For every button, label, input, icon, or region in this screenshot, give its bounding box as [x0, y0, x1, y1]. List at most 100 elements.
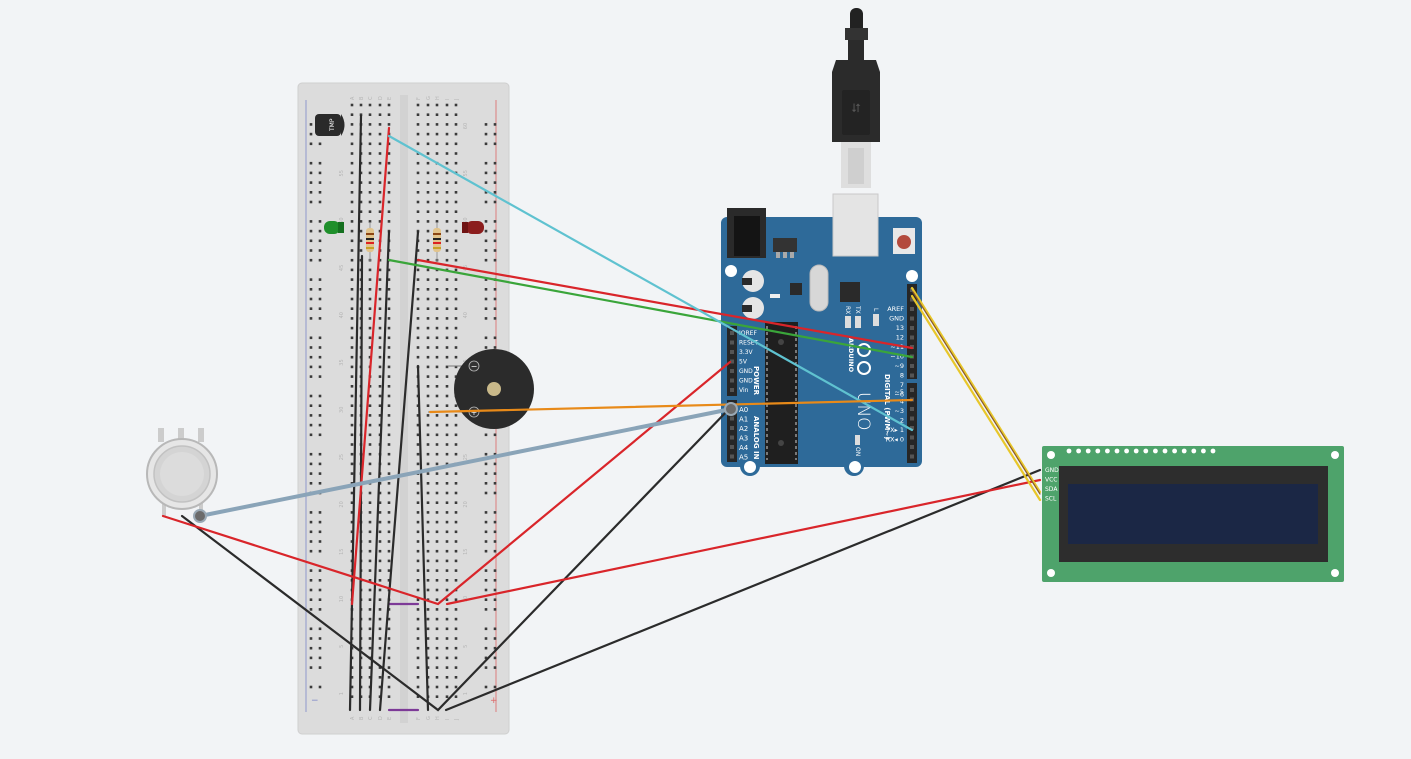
breadboard-hole[interactable]: [416, 191, 420, 194]
breadboard-hole[interactable]: [454, 482, 458, 485]
breadboard-hole[interactable]: [387, 317, 391, 320]
breadboard-hole[interactable]: [426, 297, 430, 301]
breadboard-hole[interactable]: [387, 511, 391, 514]
breadboard-rail-hole[interactable]: [309, 482, 313, 485]
breadboard-rail-hole[interactable]: [318, 579, 322, 582]
breadboard-hole[interactable]: [368, 637, 372, 640]
breadboard-hole[interactable]: [378, 627, 382, 631]
breadboard-hole[interactable]: [435, 598, 439, 601]
lcd-header-pin[interactable]: [1085, 448, 1091, 454]
header-pin[interactable]: [730, 350, 734, 354]
breadboard-rail-hole[interactable]: [318, 685, 322, 689]
breadboard-hole[interactable]: [378, 501, 382, 504]
breadboard-hole[interactable]: [435, 346, 439, 349]
breadboard-hole[interactable]: [350, 355, 354, 359]
breadboard-hole[interactable]: [350, 433, 354, 437]
breadboard-hole[interactable]: [378, 258, 382, 262]
breadboard-hole[interactable]: [445, 200, 449, 204]
breadboard-hole[interactable]: [454, 142, 458, 146]
breadboard-rail-hole[interactable]: [493, 656, 497, 660]
breadboard-hole[interactable]: [435, 171, 439, 175]
breadboard-hole[interactable]: [378, 559, 382, 563]
breadboard-hole[interactable]: [350, 200, 354, 204]
breadboard-hole[interactable]: [416, 549, 420, 553]
breadboard-hole[interactable]: [416, 346, 420, 349]
breadboard-rail-hole[interactable]: [493, 540, 497, 543]
breadboard-rail-hole[interactable]: [309, 646, 313, 650]
breadboard-hole[interactable]: [378, 288, 382, 291]
breadboard-hole[interactable]: [454, 598, 458, 601]
breadboard-hole[interactable]: [387, 452, 391, 456]
breadboard-hole[interactable]: [454, 443, 458, 446]
breadboard-hole[interactable]: [378, 637, 382, 640]
breadboard-hole[interactable]: [387, 656, 391, 660]
lcd-header-pin[interactable]: [1105, 448, 1110, 454]
breadboard-rail-hole[interactable]: [318, 365, 322, 369]
breadboard-hole[interactable]: [387, 695, 391, 698]
breadboard-hole[interactable]: [445, 472, 449, 475]
breadboard-rail-hole[interactable]: [493, 666, 497, 669]
breadboard-hole[interactable]: [426, 365, 430, 369]
header-pin[interactable]: [730, 426, 734, 430]
wire-red-led[interactable]: [416, 258, 914, 350]
breadboard-hole[interactable]: [368, 142, 372, 146]
breadboard-hole[interactable]: [387, 627, 391, 631]
breadboard-hole[interactable]: [435, 404, 439, 407]
breadboard-rail-hole[interactable]: [484, 540, 488, 543]
breadboard-rail-hole[interactable]: [309, 132, 313, 136]
wire-sda[interactable]: [910, 286, 1042, 494]
breadboard-hole[interactable]: [368, 297, 372, 301]
breadboard-hole[interactable]: [387, 501, 391, 504]
breadboard-hole[interactable]: [426, 608, 430, 611]
breadboard-hole[interactable]: [378, 491, 382, 495]
breadboard-rail-hole[interactable]: [309, 288, 313, 291]
breadboard-hole[interactable]: [378, 123, 382, 126]
breadboard-rail-hole[interactable]: [493, 142, 497, 146]
breadboard-hole[interactable]: [416, 355, 420, 359]
breadboard-rail-hole[interactable]: [493, 627, 497, 631]
breadboard-hole[interactable]: [387, 113, 391, 116]
breadboard-rail-hole[interactable]: [318, 317, 322, 320]
breadboard-rail-hole[interactable]: [493, 549, 497, 553]
breadboard-hole[interactable]: [359, 181, 363, 184]
breadboard-hole[interactable]: [435, 540, 439, 543]
header-pin[interactable]: [730, 359, 734, 364]
lcd-header-pin[interactable]: [1201, 448, 1206, 454]
breadboard-hole[interactable]: [454, 501, 458, 504]
breadboard-hole[interactable]: [359, 113, 363, 116]
breadboard-hole[interactable]: [416, 142, 420, 146]
breadboard-hole[interactable]: [368, 200, 372, 204]
breadboard-rail-hole[interactable]: [493, 229, 497, 233]
breadboard-hole[interactable]: [435, 297, 439, 301]
wire-endpoint[interactable]: [724, 402, 738, 416]
wire-red-sensor[interactable]: [161, 360, 732, 606]
breadboard-hole[interactable]: [445, 549, 449, 553]
breadboard-hole[interactable]: [368, 569, 372, 572]
breadboard-hole[interactable]: [416, 288, 420, 291]
breadboard-hole[interactable]: [416, 617, 420, 621]
breadboard-hole[interactable]: [435, 491, 439, 495]
wire-endpoint[interactable]: [193, 509, 207, 523]
breadboard-hole[interactable]: [359, 229, 363, 233]
breadboard-rail-hole[interactable]: [318, 462, 322, 466]
resistor-2[interactable]: [433, 222, 441, 262]
breadboard-hole[interactable]: [368, 404, 372, 407]
breadboard-rail-hole[interactable]: [309, 317, 313, 320]
breadboard-hole[interactable]: [359, 249, 363, 252]
breadboard-hole[interactable]: [454, 152, 458, 155]
breadboard-hole[interactable]: [387, 617, 391, 621]
breadboard-hole[interactable]: [378, 113, 382, 116]
breadboard-hole[interactable]: [350, 511, 354, 514]
breadboard-rail-hole[interactable]: [318, 472, 322, 475]
breadboard-hole[interactable]: [435, 317, 439, 320]
breadboard-rail-hole[interactable]: [493, 336, 497, 340]
breadboard-hole[interactable]: [378, 588, 382, 592]
breadboard-rail-hole[interactable]: [484, 317, 488, 320]
breadboard-rail-hole[interactable]: [493, 646, 497, 650]
breadboard-rail-hole[interactable]: [493, 520, 497, 524]
breadboard-rail-hole[interactable]: [318, 627, 322, 631]
breadboard-hole[interactable]: [426, 200, 430, 204]
breadboard-rail-hole[interactable]: [493, 569, 497, 572]
breadboard-hole[interactable]: [387, 268, 391, 272]
breadboard-hole[interactable]: [426, 511, 430, 514]
